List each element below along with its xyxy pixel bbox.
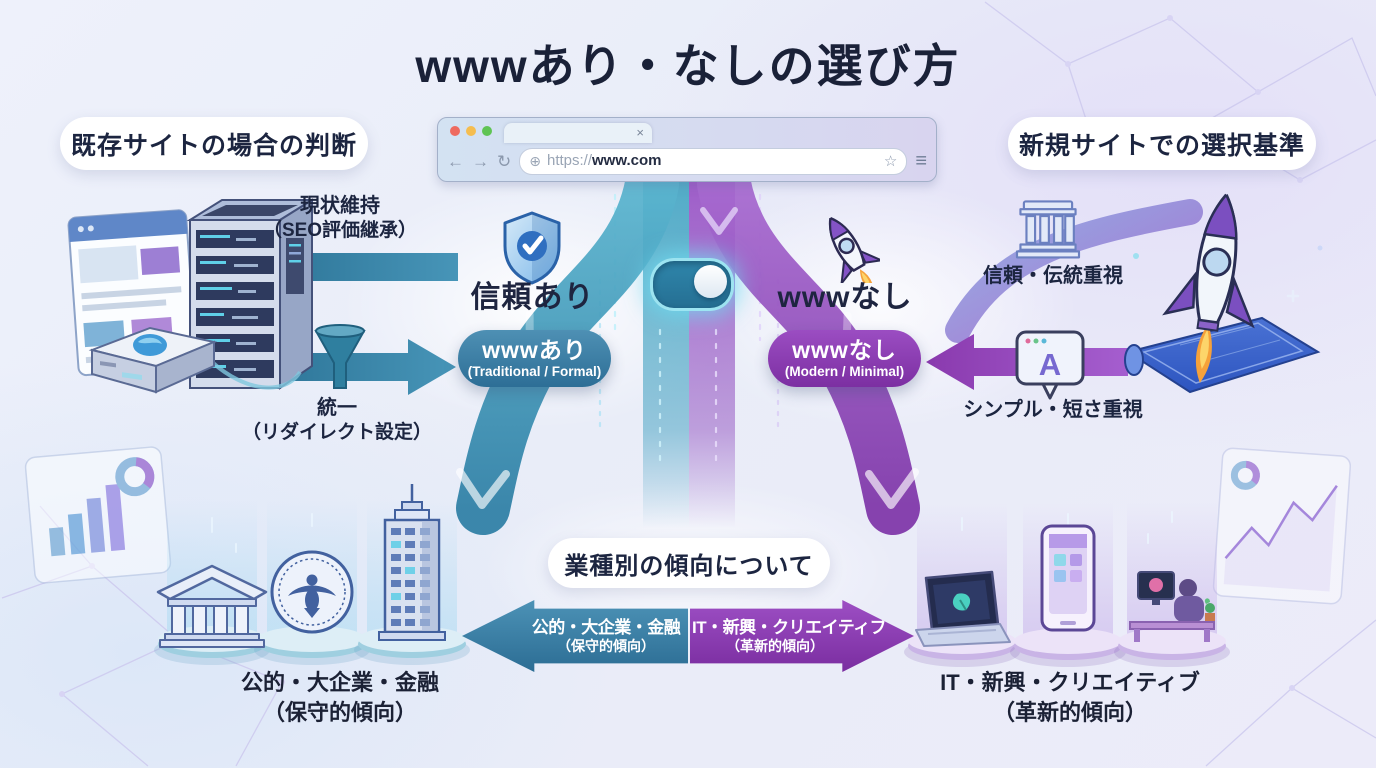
funnel-icon bbox=[314, 324, 366, 389]
trust-tradition-text: 信頼・伝統重視 bbox=[983, 265, 1123, 287]
url-bar[interactable]: ⊕ https://www.com ☆ bbox=[519, 147, 908, 175]
conservative-arrow-text: 公的・大企業・金融 （保守的傾向） bbox=[526, 600, 686, 672]
a-window-icon: A bbox=[1014, 326, 1086, 402]
www-pill-subtitle: (Traditional / Formal) bbox=[467, 364, 602, 380]
innovative-caption: IT・新興・クリエイティブ （革新的傾向） bbox=[900, 668, 1240, 727]
official-seal-icon bbox=[270, 550, 354, 634]
badge-industry: 業種別の傾向について bbox=[548, 538, 830, 588]
www-pill: wwwあり (Traditional / Formal) bbox=[458, 330, 611, 387]
www-toggle[interactable] bbox=[650, 258, 734, 311]
browser-mockup: × ← → ↻ ⊕ https://www.com ☆ ≡ bbox=[437, 117, 937, 182]
conservative-caption-line1: 公的・大企業・金融 bbox=[240, 670, 439, 695]
innovative-caption-line2: （革新的傾向） bbox=[992, 699, 1147, 725]
desk-worker-icon bbox=[1129, 571, 1215, 642]
chart-panel-left bbox=[24, 446, 172, 584]
platform bbox=[904, 628, 1230, 667]
bank-building-icon bbox=[156, 564, 268, 648]
conservative-caption: 公的・大企業・金融 （保守的傾向） bbox=[180, 668, 500, 727]
url-text: https://www.com bbox=[547, 152, 662, 170]
no-www-label: wwwなし bbox=[777, 281, 913, 314]
url-host: www.com bbox=[592, 152, 662, 169]
unify-title: 統一 bbox=[317, 397, 357, 419]
innovative-arrow-text: IT・新興・クリエイティブ （革新的傾向） bbox=[692, 600, 887, 672]
innovative-caption-line1: IT・新興・クリエイティブ bbox=[940, 670, 1200, 695]
simple-short-label: シンプル・短さ重視 bbox=[958, 398, 1148, 423]
browser-titlebar: × bbox=[438, 118, 936, 143]
back-icon[interactable]: ← bbox=[447, 151, 464, 171]
badge-new-site: 新規サイトでの選択基準 bbox=[1008, 117, 1316, 170]
traffic-light-zoom[interactable] bbox=[482, 126, 492, 136]
url-scheme: https:// bbox=[546, 152, 593, 169]
unify-subtitle: （リダイレクト設定） bbox=[241, 422, 432, 443]
no-www-pill-subtitle: (Modern / Minimal) bbox=[784, 364, 905, 380]
traffic-light-close[interactable] bbox=[450, 126, 460, 136]
browser-toolbar: ← → ↻ ⊕ https://www.com ☆ ≡ bbox=[438, 143, 936, 179]
skyscraper-icon bbox=[378, 484, 446, 641]
server-illustration bbox=[67, 198, 316, 394]
forward-icon[interactable]: → bbox=[472, 151, 489, 171]
innovative-arrow-line1: IT・新興・クリエイティブ bbox=[692, 617, 887, 637]
page-title: wwwあり・なしの選び方 bbox=[415, 40, 961, 92]
conservative-arrow-line1: 公的・大企業・金融 bbox=[531, 617, 681, 637]
rocket-blueprint-illustration bbox=[1124, 193, 1323, 394]
shield-icon bbox=[500, 210, 564, 286]
keep-title: 現状維持 bbox=[300, 195, 380, 217]
badge-existing-site: 既存サイトの場合の判断 bbox=[60, 117, 368, 170]
rocket-icon bbox=[808, 205, 880, 283]
reload-icon[interactable]: ↻ bbox=[497, 151, 512, 171]
conservative-icons-group bbox=[154, 484, 470, 665]
www-pill-title: wwwあり bbox=[482, 336, 587, 363]
badge-existing-site-label: 既存サイトの場合の判断 bbox=[70, 131, 357, 160]
innovative-icons-group bbox=[904, 524, 1230, 667]
conservative-caption-line2: （保守的傾向） bbox=[262, 699, 417, 725]
simple-short-text: シンプル・短さ重視 bbox=[963, 399, 1143, 421]
unify-annotation: 統一 （リダイレクト設定） bbox=[237, 396, 437, 445]
badge-industry-label: 業種別の傾向について bbox=[564, 552, 814, 580]
toggle-knob[interactable] bbox=[694, 265, 727, 298]
globe-icon: ⊕ bbox=[529, 152, 541, 169]
conservative-arrow-line2: （保守的傾向） bbox=[557, 637, 655, 654]
chart-panel-right bbox=[1212, 447, 1352, 605]
smartphone-icon bbox=[1040, 524, 1096, 632]
trust-tradition-label: 信頼・伝統重視 bbox=[965, 264, 1141, 289]
badge-new-site-label: 新規サイトでの選択基準 bbox=[1018, 131, 1305, 160]
menu-icon[interactable]: ≡ bbox=[915, 149, 927, 172]
bookmark-star-icon[interactable]: ☆ bbox=[883, 153, 898, 170]
no-www-pill-title: wwwなし bbox=[792, 336, 897, 363]
laptop-icon bbox=[915, 570, 1011, 647]
no-www-pill: wwwなし (Modern / Minimal) bbox=[768, 330, 921, 387]
traffic-light-minimize[interactable] bbox=[466, 126, 476, 136]
keep-annotation: 現状維持 （SEO評価継承） bbox=[240, 194, 440, 243]
a-window-letter: A bbox=[1039, 347, 1061, 382]
browser-tab[interactable]: × bbox=[504, 123, 652, 143]
trust-label: 信頼あり bbox=[470, 281, 595, 314]
bank-icon bbox=[1015, 198, 1081, 260]
keep-subtitle: （SEO評価継承） bbox=[262, 220, 418, 241]
innovative-arrow-line2: （革新的傾向） bbox=[726, 637, 824, 654]
tab-close-icon[interactable]: × bbox=[636, 125, 644, 140]
